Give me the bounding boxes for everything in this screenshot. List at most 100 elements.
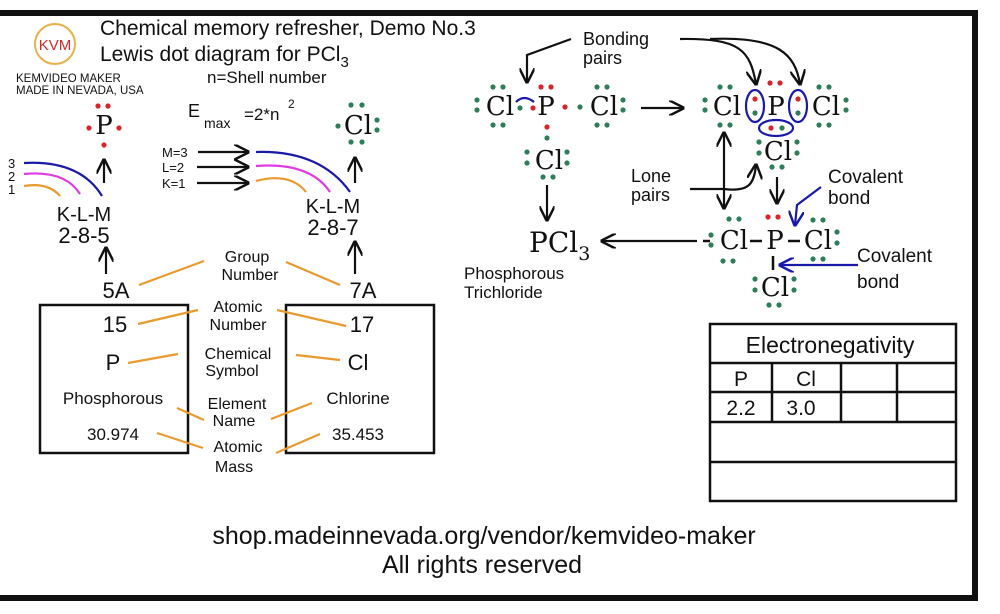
svg-text:Mass: Mass [215,459,253,476]
svg-text:2: 2 [288,97,295,111]
atomic-number-label: Atomic Number [210,299,268,334]
shell-label-l: L=2 [162,160,184,175]
leader-lines [127,308,347,455]
p-shell-names: K-L-M [57,204,111,226]
cl-shell-names: K-L-M [306,196,360,218]
svg-text:Symbol: Symbol [205,363,258,380]
maker-location: MADE IN NEVADA, USA [16,85,144,97]
compound-name-line2: Trichloride [464,283,543,302]
shell-arc-2 [23,172,81,195]
phosphorus-tile [38,303,190,455]
covalent-bond-arrow-1 [795,186,822,225]
table-value-cl: 3.0 [786,397,815,420]
svg-text:Cl: Cl [486,92,514,122]
chemical-symbol-label: Chemical Symbol [205,346,272,380]
svg-text:pairs: pairs [583,48,622,68]
p-symbol: P [106,350,121,375]
svg-text:Cl: Cl [812,92,840,122]
svg-text:Element: Element [208,396,267,413]
svg-text:Cl: Cl [804,226,832,256]
bonding-pairs-arrow [527,37,572,82]
leader-line [285,260,341,287]
cl-symbol: Cl [348,350,369,375]
svg-text:P: P [767,92,785,122]
svg-text:Bonding: Bonding [583,29,649,49]
svg-text:=2*n: =2*n [244,105,279,124]
outer-frame [0,10,978,601]
chlorine-tile [284,303,436,455]
logo-text: KVM [39,37,72,54]
table-value-p: 2.2 [726,397,755,420]
shell-arc-3 [255,150,351,193]
cl-name: Chlorine [326,389,389,408]
p-atomic-mass: 30.974 [87,425,139,444]
p-name: Phosphorous [63,389,163,408]
svg-text:Atomic: Atomic [214,299,263,316]
leader-line [138,259,205,287]
shell-arc-3 [23,161,103,197]
pcl3-dot-structure: Cl P Cl Cl [474,84,626,180]
svg-text:Cl: Cl [713,92,741,122]
shell-arc-1 [23,184,61,197]
title-line2: Lewis dot diagram for PCl3 [100,43,349,71]
shell-number-2: 2 [8,169,15,184]
emax-formula: E max =2*n 2 [188,97,295,131]
cl-electron-config: 2-8-7 [307,215,358,240]
atomic-mass-label: Atomic Mass [214,439,263,476]
shell-number-3: 3 [8,156,15,171]
pcl3-formula: PCl3 [529,226,590,265]
svg-text:Cl: Cl [590,92,618,122]
shell-number-1: 1 [8,182,15,197]
p-electron-config: 2-8-5 [58,223,109,248]
svg-text:max: max [204,115,230,131]
svg-text:Cl: Cl [720,226,748,256]
svg-text:Covalent: Covalent [857,246,933,267]
covalent-bond-label-1: Covalent bond [828,167,904,209]
svg-text:Number: Number [210,317,268,334]
cl-group: 7A [350,278,377,303]
group-number-label: Group [225,249,270,266]
svg-text:Cl: Cl [344,111,372,141]
svg-text:Cl: Cl [761,273,789,303]
p-group: 5A [103,278,130,303]
chlorine-lewis-symbol: Cl [335,102,380,145]
electronegativity-table: Electronegativity P Cl 2.2 3.0 [708,322,958,503]
maker-name: KEMVIDEO MAKER [16,73,121,85]
title-line1: Chemical memory refresher, Demo No.3 [100,17,476,40]
svg-text:Name: Name [213,413,256,430]
p-atomic-number: 15 [103,312,127,337]
svg-text:bond: bond [857,272,899,293]
svg-text:Lone: Lone [631,166,671,186]
bonding-pairs-label: Bonding pairs [583,29,649,68]
pcl3-bond-line-structure: Cl P Cl Cl [703,214,840,308]
element-name-label: Element Name [208,396,267,430]
svg-text:Atomic: Atomic [214,439,263,456]
shell-number-note: n=Shell number [207,68,327,87]
svg-text:Cl: Cl [535,146,563,176]
svg-text:bond: bond [828,188,870,209]
covalent-bond-label-2: Covalent bond [857,246,933,293]
phosphorus-lewis-symbol: P [86,103,122,148]
svg-text:Cl: Cl [764,137,792,167]
shell-arc-2 [255,164,331,193]
group-number-label-2: Number [222,267,280,284]
svg-text:Covalent: Covalent [828,167,904,188]
cl-atomic-number: 17 [350,312,374,337]
bonding-pairs-arrow [679,37,756,84]
table-title: Electronegativity [746,332,915,358]
cl-atomic-mass: 35.453 [332,425,384,444]
shell-label-m: M=3 [162,145,188,160]
footer-url: shop.madeinnevada.org/vendor/kemvideo-ma… [212,522,755,550]
svg-text:E: E [188,101,200,121]
compound-name-line1: Phosphorous [464,264,564,283]
svg-text:P: P [537,92,555,122]
svg-text:P: P [95,111,113,141]
svg-text:P: P [766,226,784,256]
lone-pairs-arrow [690,165,756,191]
shell-label-k: K=1 [162,176,186,191]
svg-text:Chemical: Chemical [205,346,272,363]
shell-arc-1 [255,177,307,193]
footer-rights: All rights reserved [382,551,582,579]
kvm-logo: KVM [34,23,76,65]
